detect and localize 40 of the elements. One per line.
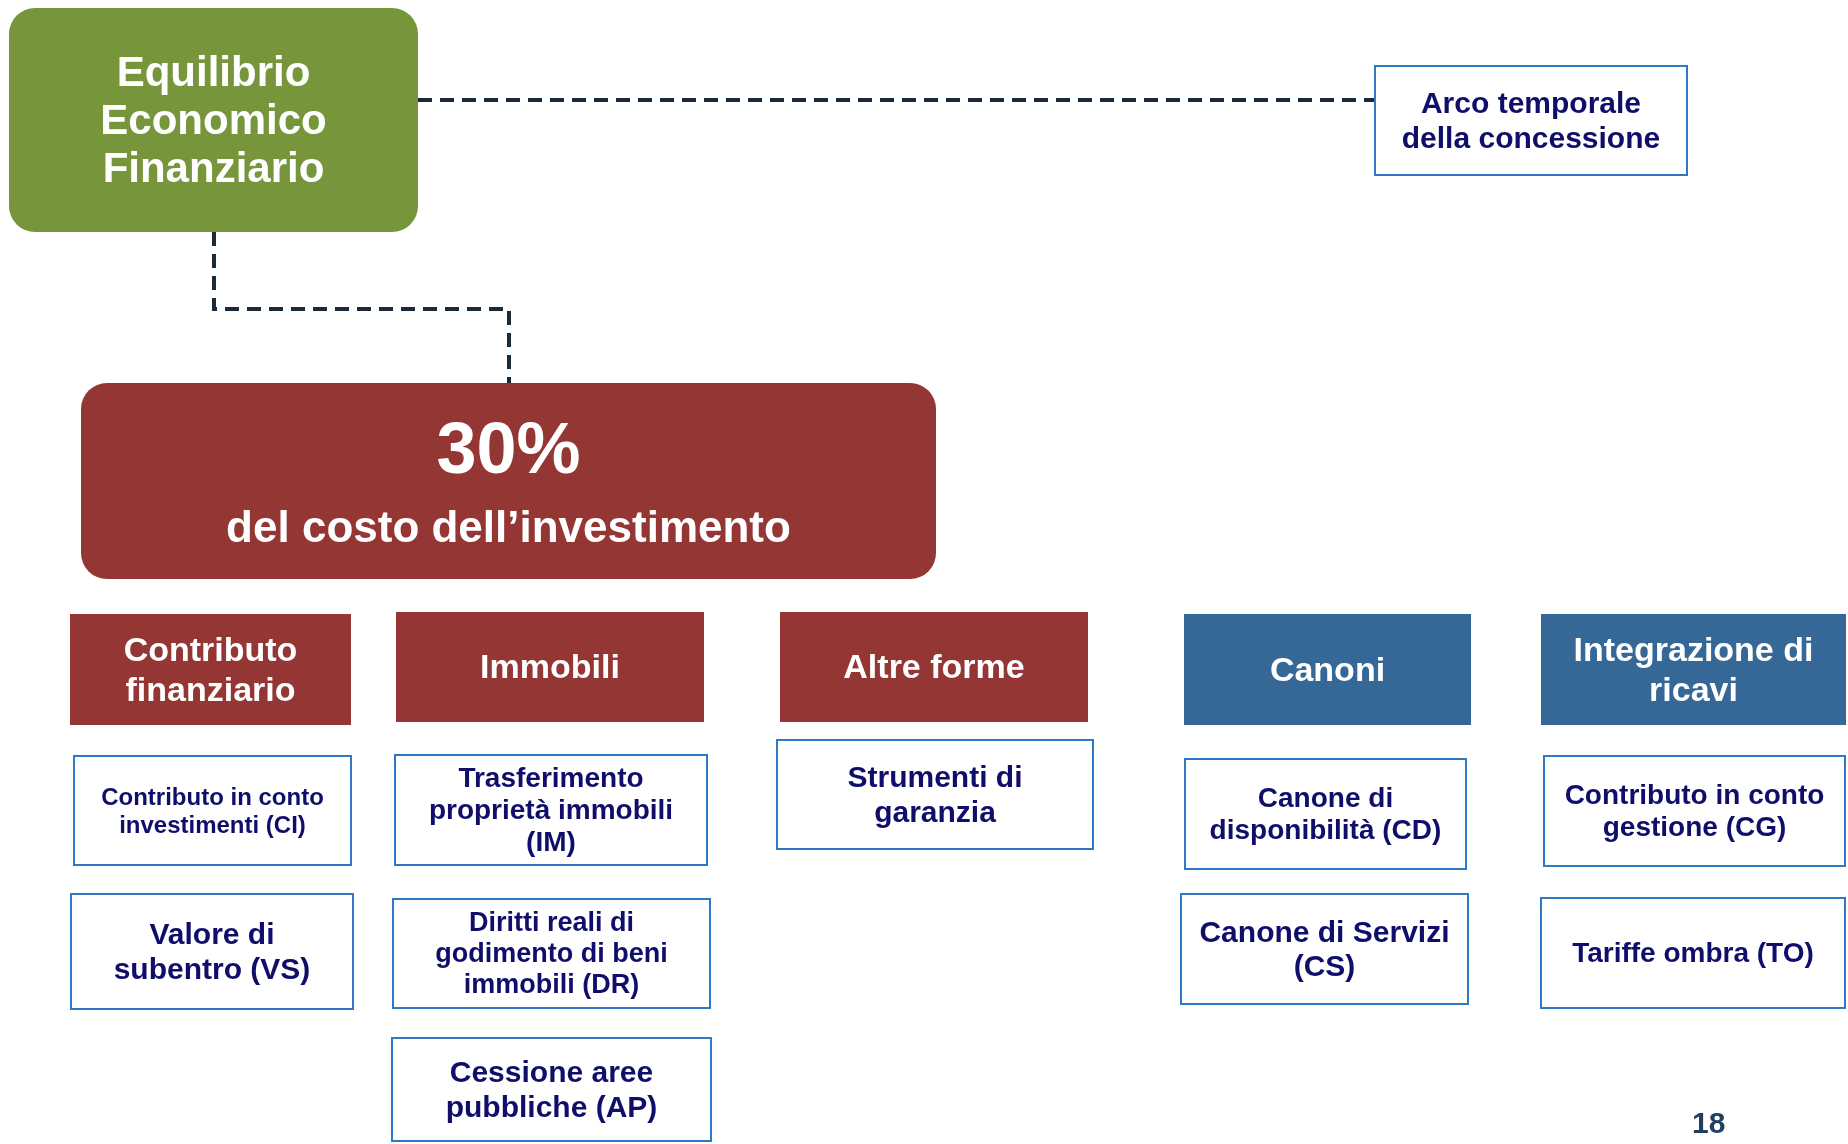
box-label: Strumenti di garanzia <box>846 760 1024 829</box>
box-label: Contributo in conto investimenti (CI) <box>100 782 325 839</box>
box-label: Diritti reali di godimento di beni immobili (DR) <box>434 906 669 1001</box>
dashed-connector <box>212 232 511 383</box>
category-header <box>396 612 704 722</box>
box-label: Integrazione di ricavi <box>1572 630 1815 709</box>
percentage: 30% <box>436 409 581 489</box>
category-header <box>1541 614 1846 725</box>
dashed-connector <box>418 98 1374 102</box>
box-label: Valore di subentro (VS) <box>112 917 312 986</box>
item-box <box>776 739 1094 850</box>
box-label: Trasferimento proprietà immobili (IM) <box>427 761 675 859</box>
item-box <box>391 1037 712 1142</box>
box-label: Altre forme <box>843 647 1025 687</box>
category-header <box>780 612 1088 722</box>
box-label: Arco temporale della concessione <box>1400 86 1662 155</box>
item-box <box>70 893 354 1010</box>
box-label: del costo dell’investimento <box>226 502 791 553</box>
box-label: Tariffe ombra (TO) <box>1572 936 1814 970</box>
rounded-box <box>81 383 936 579</box>
rounded-box <box>9 8 418 232</box>
item-box <box>73 755 352 866</box>
item-box <box>1180 893 1469 1005</box>
box-label: Canone di Servizi (CS) <box>1198 914 1451 984</box>
item-box <box>394 754 708 866</box>
item-box <box>1540 897 1846 1009</box>
box-label: Contributo finanziario <box>122 630 299 709</box>
item-box <box>392 898 711 1009</box>
category-header <box>1184 614 1471 725</box>
item-box <box>1184 758 1467 870</box>
box-label: Canone di disponibilità (CD) <box>1208 781 1443 847</box>
box-label: Equilibrio Economico Finanziario <box>99 47 328 193</box>
item-box <box>1543 755 1846 867</box>
box-label: Cessione aree pubbliche (AP) <box>444 1055 659 1124</box>
item-box <box>1374 65 1688 176</box>
box-label: Canoni <box>1269 649 1386 690</box>
page-number: 18 <box>1692 1106 1726 1140</box>
box-label: Immobili <box>480 647 620 687</box>
box-label: Contributo in conto gestione (CG) <box>1563 778 1826 844</box>
category-header <box>70 614 351 725</box>
